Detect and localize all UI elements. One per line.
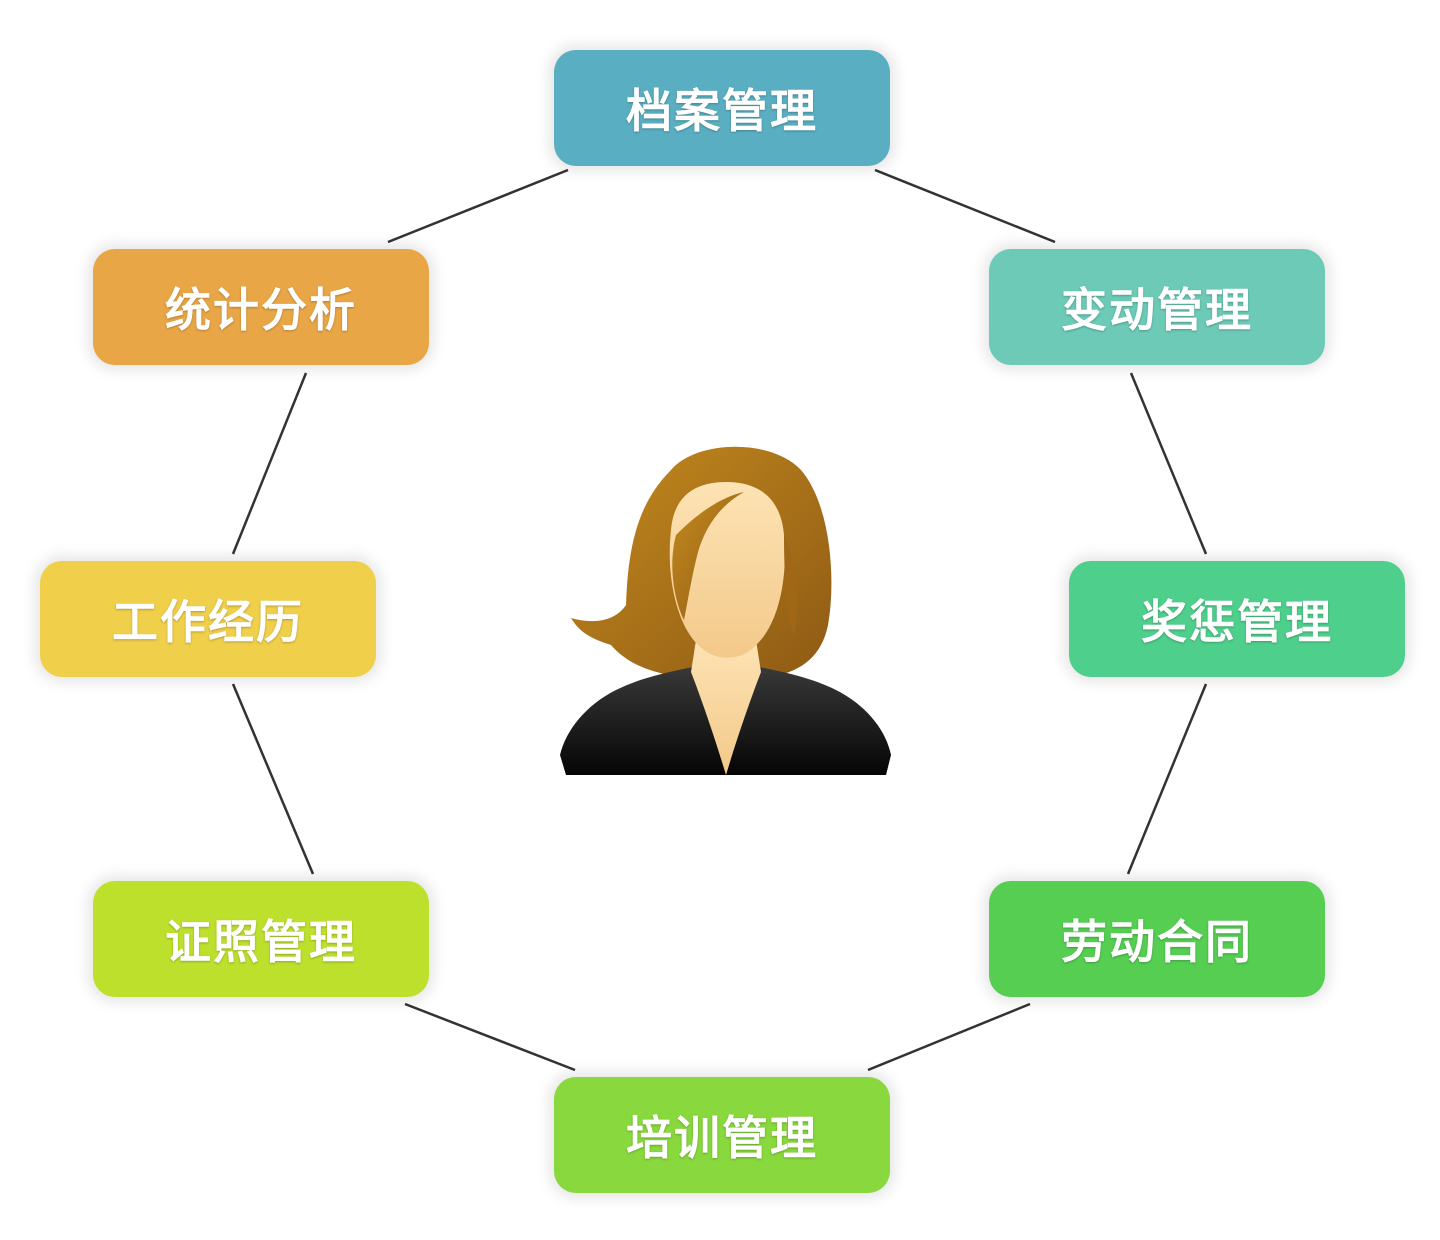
node-change-management[interactable]: 变动管理 xyxy=(989,249,1325,365)
node-label: 变动管理 xyxy=(1061,283,1253,337)
connector-archive-change xyxy=(874,168,1056,244)
connector-reward-contract xyxy=(1126,683,1208,875)
neck xyxy=(691,640,761,775)
connector-training-cert xyxy=(404,1002,576,1072)
node-labor-contract[interactable]: 劳动合同 xyxy=(989,881,1325,997)
connector-contract-training xyxy=(867,1002,1031,1072)
connector-change-reward xyxy=(1129,372,1208,555)
female-user-avatar-icon xyxy=(560,446,891,775)
hair-fringe xyxy=(672,492,744,620)
hair-side xyxy=(784,535,798,635)
node-label: 统计分析 xyxy=(165,283,357,337)
node-work-experience[interactable]: 工作经历 xyxy=(40,561,376,677)
node-label: 奖惩管理 xyxy=(1141,595,1333,649)
node-archive-management[interactable]: 档案管理 xyxy=(554,50,890,166)
node-certificate-management[interactable]: 证照管理 xyxy=(93,881,429,997)
connector-stats-archive xyxy=(387,168,569,244)
node-training-management[interactable]: 培训管理 xyxy=(554,1077,890,1193)
connector-work-stats xyxy=(231,372,308,555)
node-statistical-analysis[interactable]: 统计分析 xyxy=(93,249,429,365)
node-label: 工作经历 xyxy=(112,595,304,649)
node-label: 劳动合同 xyxy=(1061,915,1253,969)
node-label: 证照管理 xyxy=(165,915,357,969)
node-label: 档案管理 xyxy=(626,84,818,138)
connector-cert-work xyxy=(231,683,315,875)
node-reward-punishment-management[interactable]: 奖惩管理 xyxy=(1069,561,1405,677)
node-label: 培训管理 xyxy=(626,1111,818,1165)
